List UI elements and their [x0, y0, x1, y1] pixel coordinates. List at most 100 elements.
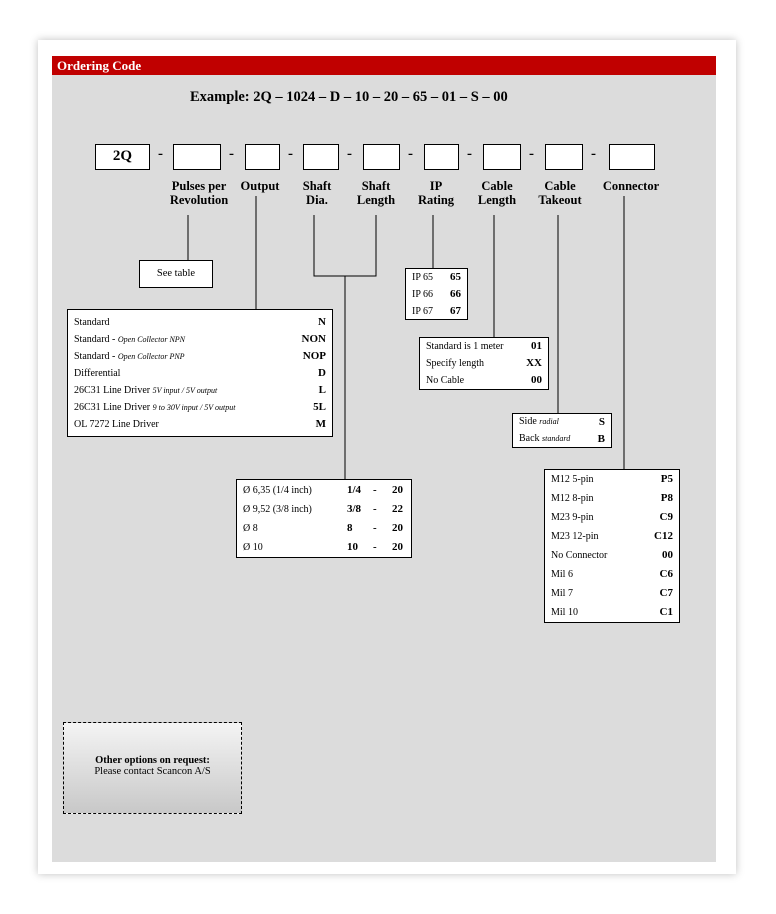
- code-separator: -: [288, 146, 293, 162]
- row-code-length: 20: [392, 522, 403, 534]
- row-code: S: [598, 416, 605, 428]
- row-dash: -: [373, 522, 377, 534]
- row-code: C7: [659, 587, 673, 599]
- code-separator: -: [591, 146, 596, 162]
- table-row: 26C31 Line Driver 9 to 30V input / 5V ou…: [68, 399, 332, 416]
- code-box-cable-length: [483, 144, 521, 170]
- row-code: C1: [659, 606, 673, 618]
- row-code: C9: [659, 511, 673, 523]
- row-label: Mil 10: [551, 603, 578, 622]
- row-label-text: M23 9-pin: [551, 512, 594, 523]
- table-row: Mil 7 C7: [545, 584, 679, 603]
- section-title: Ordering Code: [52, 56, 716, 75]
- table-row: Side radial S: [513, 414, 611, 431]
- row-code: XX: [526, 357, 542, 369]
- row-note: 5V input / 5V output: [152, 386, 218, 395]
- row-label: OL 7272 Line Driver: [74, 416, 159, 433]
- row-label-text: Standard -: [74, 334, 118, 345]
- row-code: P8: [660, 492, 673, 504]
- row-code-diameter: 3/8: [347, 503, 362, 515]
- row-label-text: M23 12-pin: [551, 531, 599, 542]
- row-code: P5: [660, 473, 673, 485]
- row-label-text: IP 67: [412, 306, 434, 317]
- row-label: Standard - Open Collector NPN: [74, 331, 185, 348]
- row-label: Mil 7: [551, 584, 573, 603]
- row-label-text: 26C31 Line Driver: [74, 385, 153, 396]
- label-output: Output: [240, 179, 280, 193]
- row-label: Differential: [74, 365, 120, 382]
- row-label-text: Mil 6: [551, 569, 573, 580]
- row-note: Open Collector PNP: [117, 352, 185, 361]
- row-label: Back standard: [519, 431, 570, 448]
- row-code: 5L: [313, 401, 326, 413]
- code-separator: -: [467, 146, 472, 162]
- code-box-shaft-dia: [303, 144, 339, 170]
- code-box-connector: [609, 144, 655, 170]
- table-row: Ø 6,35 (1/4 inch)1/4-20: [237, 481, 411, 500]
- table-row: M12 5-pin P5: [545, 470, 679, 489]
- row-label: No Cable: [426, 372, 464, 389]
- row-label-text: Specify length: [426, 358, 485, 369]
- note-text: Please contact Scancon A/S: [94, 766, 211, 777]
- row-label: M23 9-pin: [551, 508, 594, 527]
- row-dash: -: [373, 484, 377, 496]
- label-cable-takeout: Cable Takeout: [538, 179, 582, 207]
- row-label-text: IP 66: [412, 289, 434, 300]
- note-title: Other options on request:: [95, 755, 210, 766]
- row-code: D: [318, 367, 326, 379]
- table-row: Mil 10 C1: [545, 603, 679, 622]
- row-label: IP 65: [412, 269, 433, 286]
- row-code: 67: [450, 305, 461, 317]
- row-code-length: 20: [392, 541, 403, 553]
- row-label-text: Standard is 1 meter: [426, 341, 504, 352]
- row-code: 01: [531, 340, 542, 352]
- row-label-text: Standard -: [74, 351, 118, 362]
- label-cable-length: Cable Length: [477, 179, 517, 207]
- row-label-text: Standard: [74, 317, 110, 328]
- row-label-text: Side: [519, 416, 537, 427]
- row-label-text: IP 65: [412, 272, 434, 283]
- code-box-prefix: 2Q: [95, 144, 150, 170]
- row-note: radial: [539, 417, 559, 426]
- row-note: standard: [542, 433, 571, 443]
- row-code: C6: [659, 568, 673, 580]
- other-options-note: Other options on request: Please contact…: [63, 722, 242, 814]
- row-label-text: M12 5-pin: [551, 474, 594, 485]
- row-code: NON: [301, 333, 326, 345]
- row-label: Ø 6,35 (1/4 inch): [243, 485, 312, 496]
- row-code: 65: [450, 271, 461, 283]
- table-row: Specify length XX: [420, 355, 548, 372]
- row-label: M12 5-pin: [551, 470, 594, 489]
- row-label: Mil 6: [551, 565, 573, 584]
- row-dash: -: [373, 503, 377, 515]
- row-label-text: OL 7272 Line Driver: [74, 419, 159, 430]
- row-label: Ø 8: [243, 523, 258, 534]
- row-code-diameter: 10: [347, 541, 358, 553]
- row-code-length: 20: [392, 484, 403, 496]
- row-label-text: Back: [519, 432, 540, 444]
- example-code: Example: 2Q – 1024 – D – 10 – 20 – 65 – …: [190, 89, 508, 105]
- label-ip-rating: IP Rating: [417, 179, 455, 207]
- code-box-takeout: [545, 144, 583, 170]
- code-box-ppr: [173, 144, 221, 170]
- row-label: M12 8-pin: [551, 489, 594, 508]
- see-table-box: See table: [139, 260, 213, 288]
- row-label: IP 67: [412, 303, 433, 320]
- table-row: Ø 9,52 (3/8 inch)3/8-22: [237, 500, 411, 519]
- table-row: M23 9-pin C9: [545, 508, 679, 527]
- row-label: M23 12-pin: [551, 527, 599, 546]
- code-box-output: [245, 144, 280, 170]
- table-row: Mil 6 C6: [545, 565, 679, 584]
